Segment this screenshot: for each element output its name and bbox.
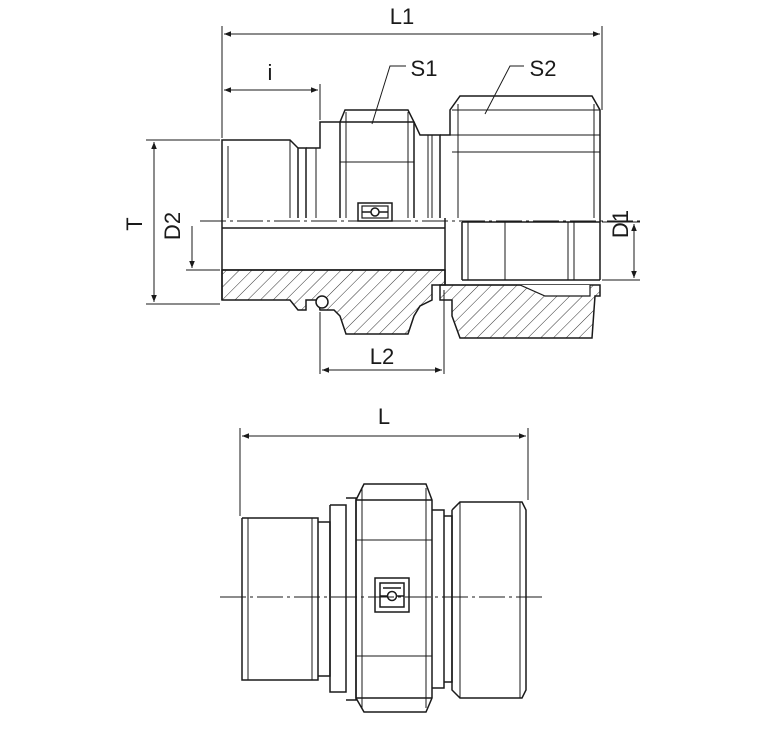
manufacturer-logo-icon xyxy=(357,202,393,222)
hex-s1 xyxy=(339,109,441,218)
label-D1: D1 xyxy=(608,210,633,238)
label-L2: L2 xyxy=(370,344,394,369)
section-hatch xyxy=(221,269,601,339)
label-L1: L1 xyxy=(390,4,414,29)
label-D2: D2 xyxy=(160,212,185,240)
label-S1: S1 xyxy=(411,56,438,81)
label-T: T xyxy=(122,217,147,230)
label-L: L xyxy=(378,404,390,429)
label-S2: S2 xyxy=(530,56,557,81)
exterior-view xyxy=(241,483,527,713)
manufacturer-logo-bottom-icon xyxy=(374,577,410,613)
label-i: i xyxy=(268,60,273,85)
dimension-L xyxy=(239,428,529,516)
section-view xyxy=(200,95,640,339)
stud-end xyxy=(221,121,341,300)
dimensions-top xyxy=(146,26,640,374)
nut-s2 xyxy=(440,95,601,280)
